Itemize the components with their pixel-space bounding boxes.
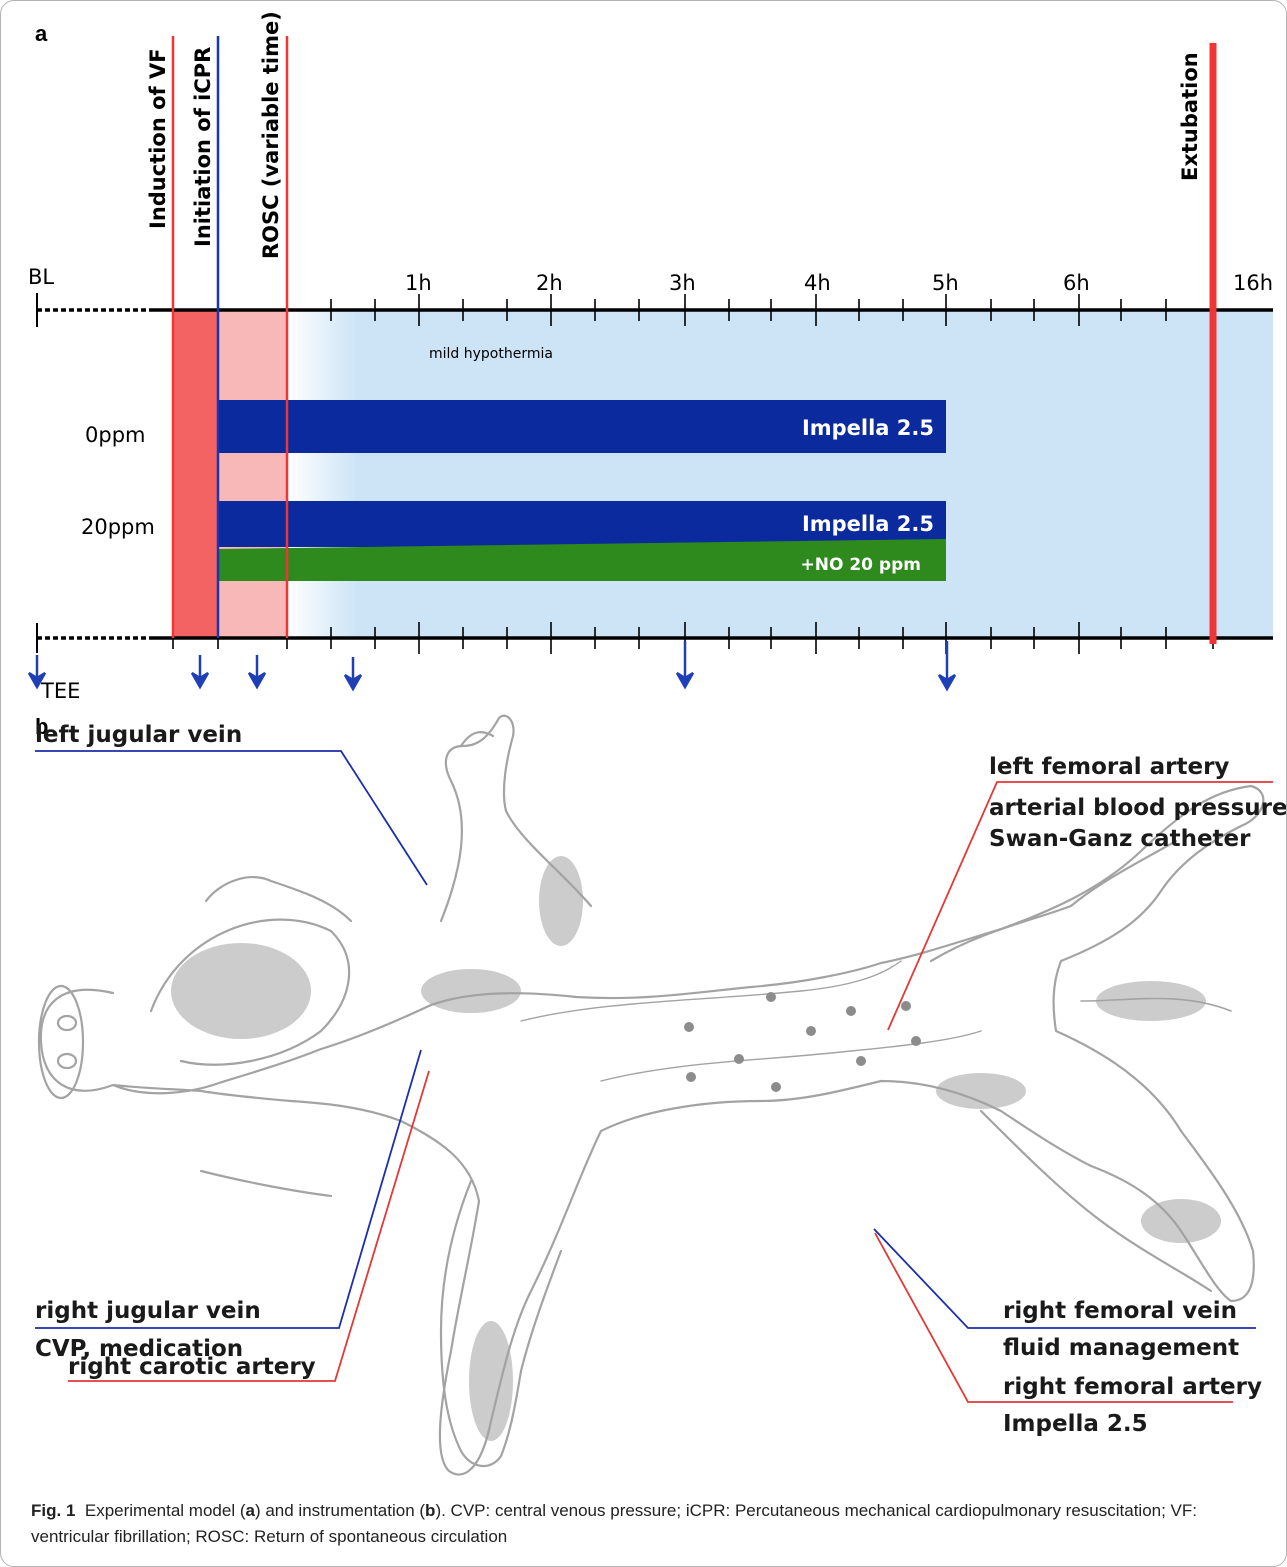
caption-panel-a: a	[245, 1501, 254, 1520]
tick-label-6h: 6h	[1063, 271, 1090, 295]
extubation-event-label: Extubation	[1178, 52, 1202, 181]
impella-label-0ppm: Impella 2.5	[802, 416, 934, 440]
impella-label-20ppm: Impella 2.5	[802, 512, 934, 536]
leader-right-carotid	[68, 1071, 429, 1381]
vf-phase	[173, 310, 218, 638]
site-left-femoral-3: Swan-Ganz catheter	[989, 826, 1251, 852]
tick-label-bl: BL	[28, 265, 54, 289]
tick-label-5h: 5h	[932, 271, 959, 295]
tee-label: TEE	[40, 679, 80, 703]
row-label-0ppm: 0ppm	[85, 423, 145, 447]
tee-arrow-5h	[939, 641, 955, 689]
no-label: +NO 20 ppm	[801, 555, 921, 575]
row-label-20ppm: 20ppm	[81, 515, 155, 539]
site-right-carotid: right carotic artery	[68, 1354, 316, 1380]
tick-label-3h: 3h	[669, 271, 696, 295]
caption-text-1: Experimental model (	[85, 1501, 246, 1520]
panel-a-letter: a	[35, 21, 48, 46]
site-right-femoral-vein-1: right femoral vein	[1003, 1298, 1237, 1324]
site-right-femoral-artery-2: Impella 2.5	[1003, 1411, 1148, 1437]
site-right-femoral-artery-1: right femoral artery	[1003, 1374, 1262, 1400]
site-left-femoral-2: arterial blood pressure	[989, 795, 1287, 821]
site-left-jugular: left jugular vein	[35, 722, 242, 748]
caption-text-2: ) and instrumentation (	[255, 1501, 425, 1520]
icpr-phase	[218, 310, 287, 638]
tick-label-2h: 2h	[536, 271, 563, 295]
hypothermia-label: mild hypothermia	[429, 346, 553, 362]
hypothermia-fade	[287, 310, 357, 638]
tick-label-4h: 4h	[804, 271, 831, 295]
caption-fig-number: Fig. 1	[31, 1501, 75, 1520]
leader-left-jugular	[35, 751, 427, 885]
vf-event-label: Induction of VF	[146, 48, 170, 229]
figure-caption: Fig. 1 Experimental model (a) and instru…	[31, 1498, 1261, 1550]
caption-panel-b: b	[425, 1501, 435, 1520]
tick-label-16h: 16h	[1233, 271, 1273, 295]
icpr-event-label: Initiation of iCPR	[191, 47, 215, 247]
site-right-jugular-1: right jugular vein	[35, 1298, 261, 1324]
tick-label-1h: 1h	[405, 271, 432, 295]
tee-arrow-vf	[192, 655, 208, 687]
tee-arrow-rosc	[345, 657, 361, 689]
rosc-event-label: ROSC (variable time)	[259, 11, 283, 259]
tee-arrow-3h	[677, 641, 693, 687]
tee-arrow-icpr	[249, 655, 265, 687]
site-right-femoral-vein-2: fluid management	[1003, 1335, 1239, 1361]
site-left-femoral-1: left femoral artery	[989, 754, 1229, 780]
